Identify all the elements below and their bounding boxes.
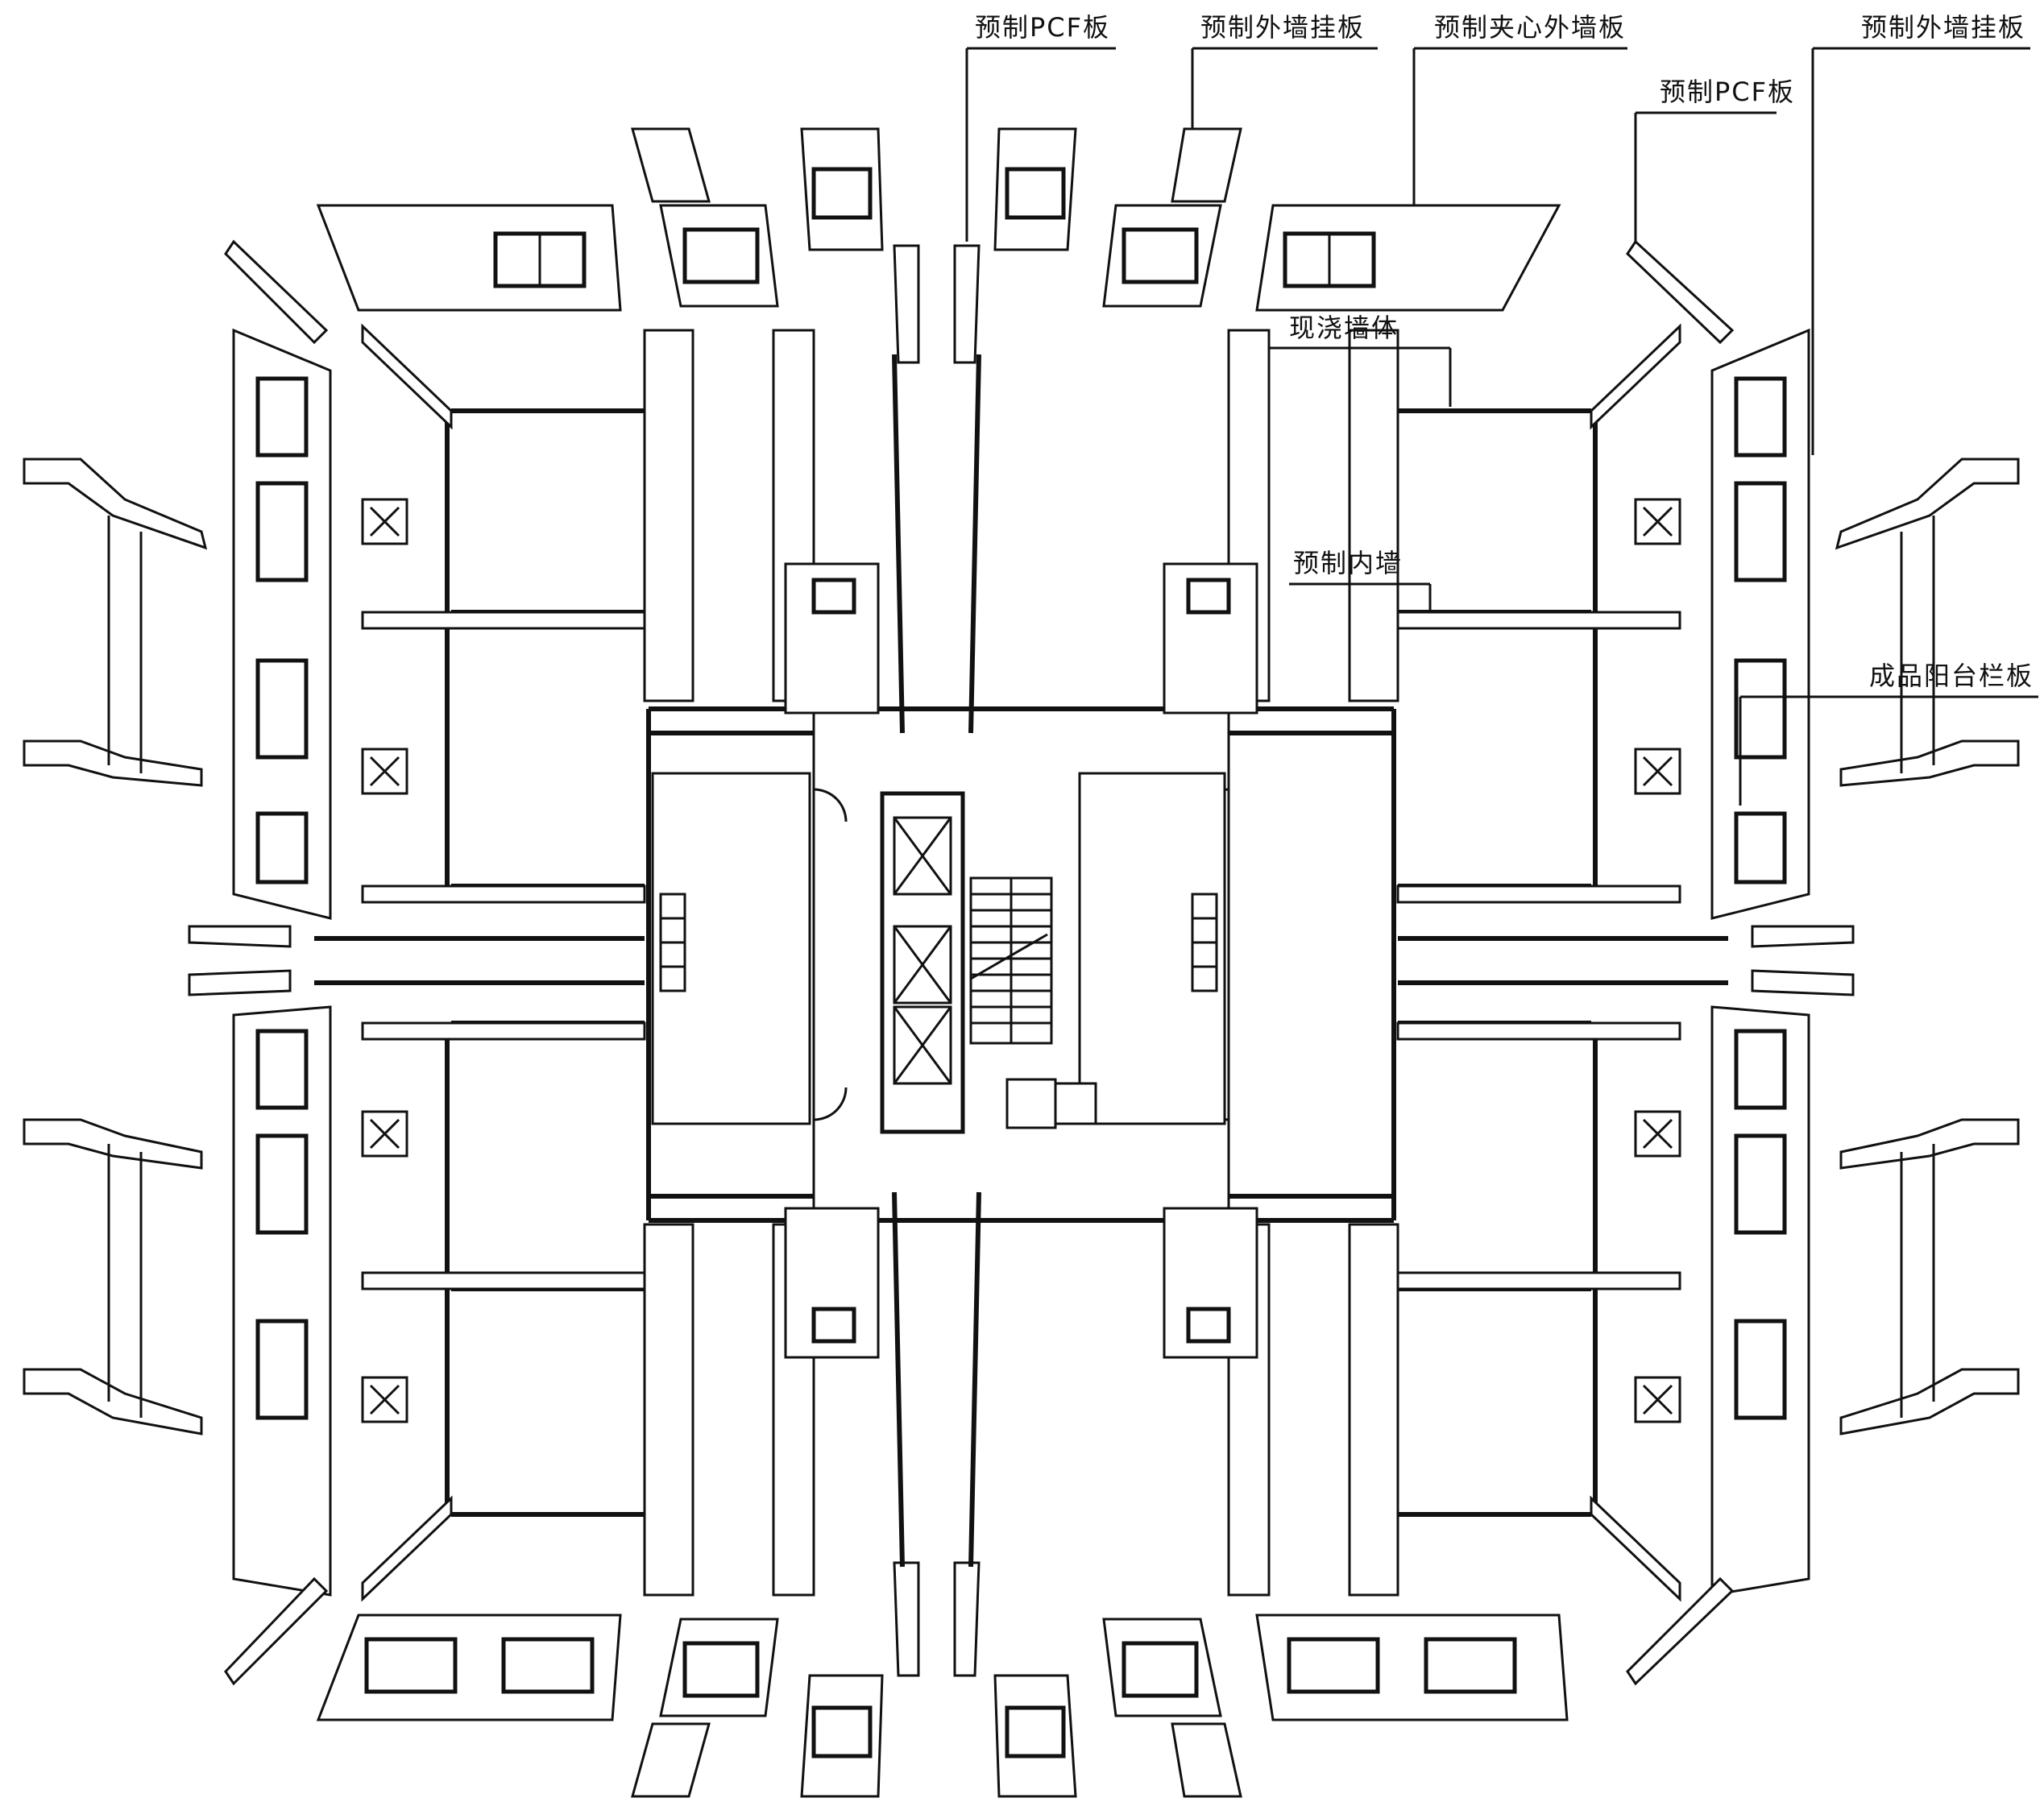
cast-walls-bottom-left bbox=[361, 1021, 880, 1602]
leader-lines bbox=[965, 47, 2038, 806]
horizontal-shafts bbox=[188, 925, 1855, 996]
label-balcony: 成品阳台栏板 bbox=[1869, 661, 2034, 691]
label-pcf-top: 预制PCF板 bbox=[975, 12, 1110, 43]
cast-walls-top-right bbox=[1163, 323, 1681, 904]
core-stair-elevator bbox=[880, 791, 1057, 1134]
precast-exterior-panels bbox=[316, 204, 1569, 1721]
label-ext-hang-right: 预制外墙挂板 bbox=[1861, 12, 2025, 43]
label-sandwich: 预制夹心外墙板 bbox=[1434, 12, 1626, 43]
label-cast-wall: 现浇墙体 bbox=[1289, 313, 1399, 343]
labels: 预制PCF板 预制外墙挂板 预制夹心外墙板 预制PCF板 预制外墙挂板 现浇墙体… bbox=[975, 12, 2034, 691]
inner-walls-core bbox=[651, 772, 1226, 1125]
precast-small-panels bbox=[631, 127, 1242, 1798]
label-ext-hang-top: 预制外墙挂板 bbox=[1200, 12, 1365, 43]
label-pcf-right: 预制PCF板 bbox=[1660, 77, 1795, 107]
pcf-angle-panels bbox=[224, 239, 1735, 1686]
cast-walls-top-left bbox=[361, 323, 880, 904]
central-shafts bbox=[892, 244, 981, 1677]
cast-walls-bottom-right bbox=[1163, 1021, 1681, 1602]
label-inner-wall: 预制内墙 bbox=[1293, 548, 1403, 578]
floor-plan-drawing: 预制PCF板 预制外墙挂板 预制夹心外墙板 预制PCF板 预制外墙挂板 现浇墙体… bbox=[23, 12, 2038, 1798]
sandwich-side-panels bbox=[232, 328, 1810, 1597]
balcony-rails bbox=[23, 458, 2020, 1435]
